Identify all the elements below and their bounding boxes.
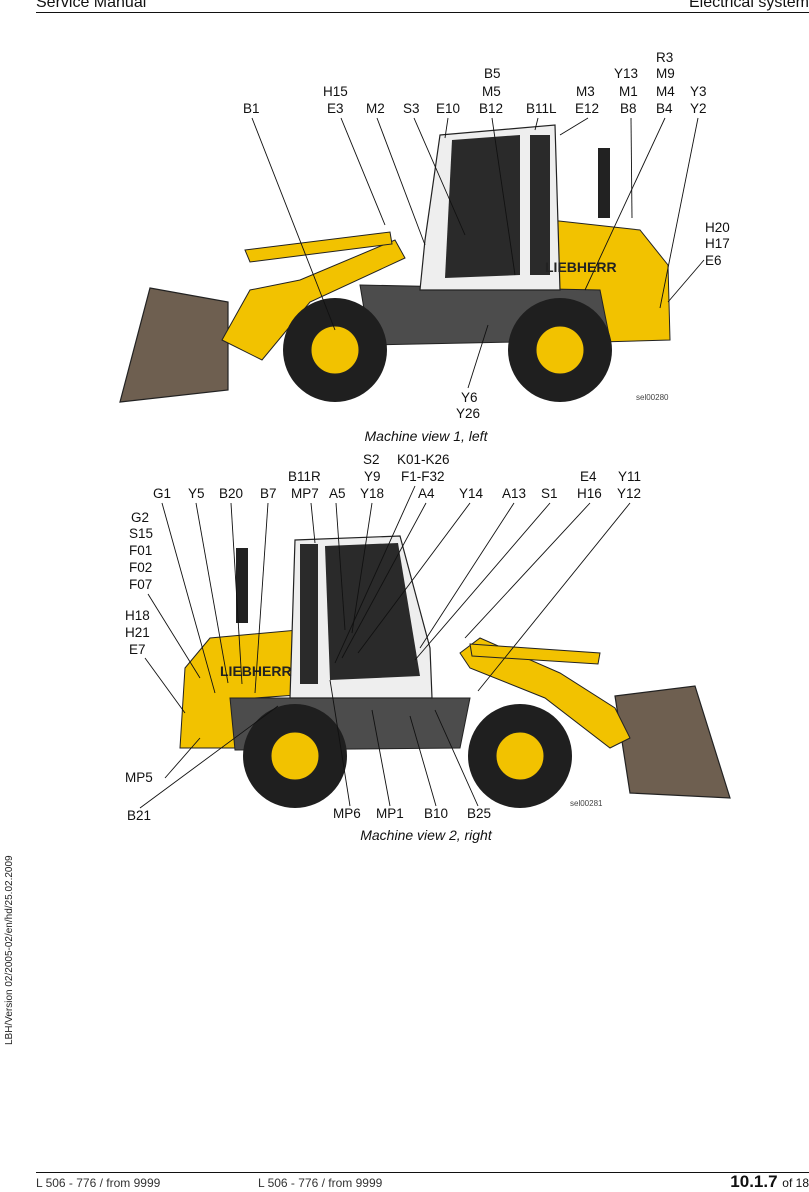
header-left: Service Manual — [36, 0, 147, 11]
page-of: of 18 — [782, 1176, 809, 1190]
label-h18: H18 — [125, 608, 150, 623]
image-code: sel00280 — [636, 393, 669, 402]
label-b4: B4 — [656, 101, 673, 116]
version-note: LBH/Version 02/2005-02/en/hd/25.02.2009 — [4, 855, 15, 1045]
label-y26: Y26 — [456, 406, 480, 421]
bucket — [614, 685, 731, 799]
cab-rear-window — [300, 544, 318, 684]
label-b5: B5 — [484, 66, 501, 81]
leader-lines — [139, 485, 631, 809]
label-s2: S2 — [363, 452, 380, 467]
page-number: 10.1.7 of 18 — [730, 1172, 809, 1192]
label-mp5: MP5 — [125, 770, 153, 785]
label-k01-k26: K01-K26 — [397, 452, 450, 467]
label-b21: B21 — [127, 808, 151, 823]
brand-logo: LIEBHERR — [545, 259, 617, 275]
rear-wheel — [243, 704, 347, 808]
label-a5: A5 — [329, 486, 346, 501]
label-b12: B12 — [479, 101, 503, 116]
label-e6: E6 — [705, 253, 722, 268]
front-wheel — [468, 704, 572, 808]
label-e7: E7 — [129, 642, 146, 657]
label-h15: H15 — [323, 84, 348, 99]
label-f02: F02 — [129, 560, 152, 575]
label-y13: Y13 — [614, 66, 638, 81]
label-y12: Y12 — [617, 486, 641, 501]
front-wheel — [283, 298, 387, 402]
label-f1-f32: F1-F32 — [401, 469, 445, 484]
label-h17: H17 — [705, 236, 730, 251]
exhaust-pipe — [598, 148, 610, 218]
footer-rule — [36, 1172, 809, 1173]
label-h21: H21 — [125, 625, 150, 640]
cab-window — [445, 135, 520, 278]
loader-illustration-left: LIEBHERR — [119, 124, 671, 403]
label-f07: F07 — [129, 577, 152, 592]
lift-arm — [221, 239, 406, 361]
cab-rear-window — [530, 135, 550, 275]
label-s3: S3 — [403, 101, 420, 116]
label-e4: E4 — [580, 469, 597, 484]
label-b7: B7 — [260, 486, 277, 501]
label-m1: M1 — [619, 84, 638, 99]
label-y11: Y11 — [618, 469, 641, 484]
bucket — [119, 287, 229, 403]
view2-caption: Machine view 2, right — [360, 827, 492, 843]
label-a13: A13 — [502, 486, 526, 501]
header-rule — [36, 12, 809, 13]
label-r3: R3 — [656, 50, 673, 65]
image-code: sel00281 — [570, 799, 603, 808]
label-b8: B8 — [620, 101, 637, 116]
label-a4: A4 — [418, 486, 435, 501]
label-mp7: MP7 — [291, 486, 319, 501]
label-y9: Y9 — [364, 469, 381, 484]
label-m2: M2 — [366, 101, 385, 116]
label-s15: S15 — [129, 526, 153, 541]
exhaust-pipe — [236, 548, 248, 623]
tilt-link — [469, 643, 601, 665]
label-g1: G1 — [153, 486, 171, 501]
label-y14: Y14 — [459, 486, 484, 501]
label-m9: M9 — [656, 66, 675, 81]
label-b10: B10 — [424, 806, 448, 821]
label-y18: Y18 — [360, 486, 384, 501]
footer-mid: L 506 - 776 / from 9999 — [258, 1176, 383, 1190]
label-m4: M4 — [656, 84, 675, 99]
header-right: Electrical system — [688, 0, 809, 11]
brand-logo: LIEBHERR — [220, 663, 292, 679]
view1-caption: Machine view 1, left — [364, 428, 488, 444]
label-b1: B1 — [243, 101, 260, 116]
machine-view-1-figure: LIEBHERR R3 Y13 M9 B5 M3 M1 M4 Y3 H15 M5… — [119, 50, 730, 421]
label-h16: H16 — [577, 486, 602, 501]
label-e12: E12 — [575, 101, 599, 116]
label-e10: E10 — [436, 101, 460, 116]
label-mp6: MP6 — [333, 806, 361, 821]
leader-lines — [251, 117, 705, 389]
rear-wheel — [508, 298, 612, 402]
machine-view-2-figure: LIEBHERR S2 Y9 K01-K26 F1-F32 B11R MP7 A… — [125, 452, 731, 823]
label-y5: Y5 — [188, 486, 205, 501]
tilt-link — [244, 231, 393, 263]
label-b20: B20 — [219, 486, 243, 501]
label-h20: H20 — [705, 220, 730, 235]
label-m3: M3 — [576, 84, 595, 99]
page-number-value: 10.1.7 — [730, 1172, 778, 1191]
label-f01: F01 — [129, 543, 152, 558]
label-y3: Y3 — [690, 84, 707, 99]
label-s1: S1 — [541, 486, 558, 501]
label-g2: G2 — [131, 510, 149, 525]
label-y2: Y2 — [690, 101, 707, 116]
label-b11r: B11R — [288, 469, 321, 484]
label-b11l: B11L — [526, 101, 557, 116]
label-b25: B25 — [467, 806, 491, 821]
footer-left: L 506 - 776 / from 9999 — [36, 1176, 161, 1190]
label-m5: M5 — [482, 84, 501, 99]
label-mp1: MP1 — [376, 806, 404, 821]
label-e3: E3 — [327, 101, 344, 116]
label-y6: Y6 — [461, 390, 478, 405]
